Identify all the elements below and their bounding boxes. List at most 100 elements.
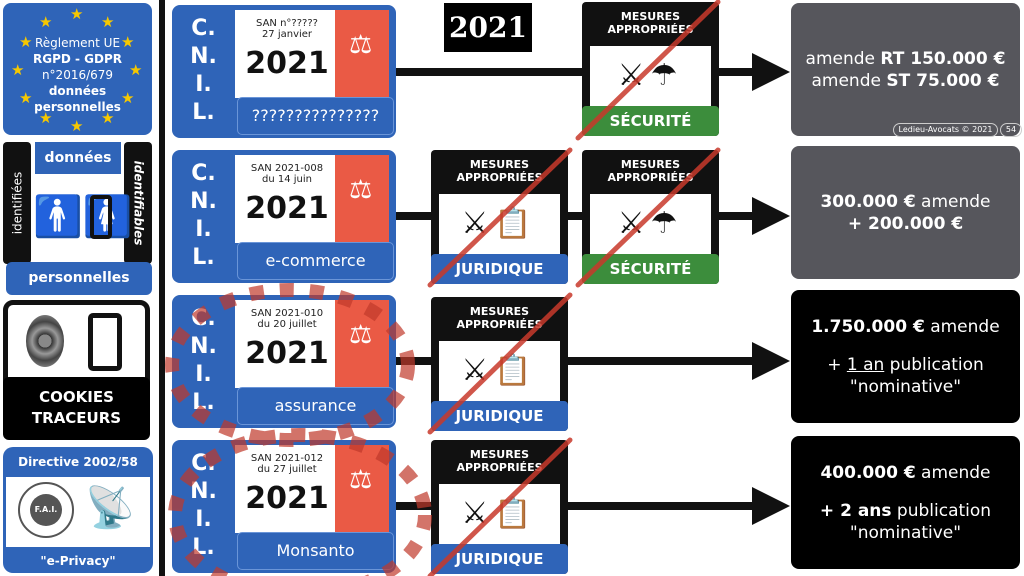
page-number: 54 <box>1000 123 1022 137</box>
globe-icon: F.A.I. <box>18 482 74 538</box>
cnil-letter: I. <box>195 507 212 532</box>
measures-title: MESURES <box>469 448 530 461</box>
eu-regulation-box: ★ ★ ★ ★ ★ ★ ★ ★ ★ ★ ★ ★ Règlement UE RGP… <box>3 3 152 135</box>
data-top-label: données <box>35 142 121 174</box>
penalty-text: publication <box>891 500 992 521</box>
penalty-line: "nominative" <box>791 376 1020 398</box>
smartphone-icon <box>90 195 112 239</box>
penalty-amount: 400.000 € <box>820 462 916 483</box>
cookies-box: COOKIES TRACEURS <box>3 300 150 440</box>
penalty-line: 400.000 € amende <box>791 462 1020 484</box>
personal-data-box: identifiées identifiables données 🚹🚺 per… <box>3 140 152 295</box>
eprivacy-box: Directive 2002/58 F.A.I. 📡 "e-Privacy" <box>3 447 153 573</box>
eu-line5: personnelles <box>34 100 121 114</box>
measures-title: APPROPRIÉES <box>456 318 543 331</box>
dashed-circle-highlight <box>168 428 432 576</box>
cnil-letter: L. <box>192 245 215 270</box>
cnil-letter: N. <box>190 334 217 359</box>
data-bottom-label: personnelles <box>6 262 152 295</box>
eu-line1: Règlement UE <box>34 36 121 50</box>
penalty-text: "nominative" <box>849 522 962 543</box>
cnil-letter: C. <box>191 161 216 186</box>
arrow-head-icon <box>752 53 790 91</box>
shield-checklist-icon: ⚔📋 <box>439 341 560 401</box>
sanction-date: 27 janvier <box>261 29 313 40</box>
cnil-letter: N. <box>190 189 217 214</box>
legal-label: JURIDIQUE <box>431 544 568 574</box>
penalty-amount: + 200.000 € <box>847 213 964 234</box>
sanction-ref: SAN 2021-008 <box>250 163 324 174</box>
penalty-text: amende <box>805 48 881 69</box>
arrow-head-icon <box>752 487 790 525</box>
penalty-amount: 1.750.000 € <box>811 316 925 337</box>
eu-line4: données <box>48 84 107 98</box>
penalty-result-box: amende RT 150.000 €amende ST 75.000 € <box>791 3 1020 136</box>
justice-statue-icon: ⚖ <box>335 300 389 388</box>
sanction-year: 2021 <box>245 46 329 81</box>
cnil-letters: C. N. I. L. <box>172 15 235 127</box>
year-badge: 2021 <box>444 3 532 52</box>
star-icon: ★ <box>101 13 115 31</box>
strike-line <box>427 292 573 435</box>
star-icon: ★ <box>19 89 33 107</box>
penalty-text: amende <box>915 462 991 483</box>
star-icon: ★ <box>19 33 33 51</box>
antenna-icon: 📡 <box>85 485 135 531</box>
people-phone-icon: 🚹🚺 <box>33 194 133 240</box>
measures-title: APPROPRIÉES <box>456 171 543 184</box>
cnil-letter: I. <box>195 217 212 242</box>
penalty-amount: + 2 ans <box>819 500 892 521</box>
penalty-line: + 2 ans publication <box>791 500 1020 522</box>
cnil-letter: C. <box>191 16 216 41</box>
arrow-line <box>396 68 756 76</box>
penalty-line: 300.000 € amende <box>791 191 1020 213</box>
cnil-letter: L. <box>192 100 215 125</box>
fingerprint-icon <box>26 315 64 367</box>
star-icon: ★ <box>39 109 53 127</box>
sanction-year: 2021 <box>245 336 329 371</box>
measures-title: MESURES <box>620 158 681 171</box>
cnil-letter: N. <box>190 44 217 69</box>
cnil-letter: I. <box>195 72 212 97</box>
cnil-letter: N. <box>190 479 217 504</box>
penalty-amount: ST 75.000 € <box>886 70 1000 91</box>
star-icon: ★ <box>121 33 135 51</box>
arrow-line <box>396 212 756 220</box>
strike-line <box>427 147 573 288</box>
measures-title: APPROPRIÉES <box>607 23 694 36</box>
sanction-date: du 27 juillet <box>257 464 317 475</box>
cookies-line1: COOKIES <box>39 388 114 406</box>
penalty-line: 1.750.000 € amende <box>791 316 1020 338</box>
arrow-line <box>396 502 756 510</box>
penalty-text: "nominative" <box>849 376 962 397</box>
penalty-line: amende RT 150.000 € <box>791 48 1020 70</box>
eprivacy-label: "e-Privacy" <box>40 554 116 568</box>
justice-statue-icon: ⚖ <box>335 10 389 98</box>
penalty-line: + 200.000 € <box>791 213 1020 235</box>
sanction-ref: SAN n°????? <box>256 18 318 29</box>
strike-line <box>575 0 721 141</box>
measures-title: MESURES <box>469 305 530 318</box>
eu-line3: n°2016/679 <box>41 68 114 82</box>
sanction-year: 2021 <box>245 191 329 226</box>
star-icon: ★ <box>70 117 84 135</box>
sanction-ref: SAN 2021-010 <box>250 308 324 319</box>
sector-label: ??????????????? <box>237 97 394 135</box>
eu-line2: RGPD - GDPR <box>32 52 123 66</box>
measures-title: APPROPRIÉES <box>607 171 694 184</box>
star-icon: ★ <box>121 89 135 107</box>
sector-label: e-commerce <box>237 242 394 280</box>
directive-label: Directive 2002/58 <box>18 455 138 469</box>
star-icon: ★ <box>101 109 115 127</box>
penalty-text: publication <box>884 354 984 375</box>
star-icon: ★ <box>129 61 143 79</box>
sanction-year: 2021 <box>245 481 329 516</box>
penalty-text: amende <box>924 316 1000 337</box>
footer-credit: Ledieu-Avocats © 2021 <box>893 123 998 137</box>
shield-checklist-icon: ⚔📋 <box>439 484 560 544</box>
penalty-result-box: 300.000 € amende+ 200.000 € <box>791 146 1020 279</box>
strike-line <box>427 437 573 576</box>
star-icon: ★ <box>70 5 84 23</box>
cnil-letters: C. N. I. L. <box>172 160 235 272</box>
